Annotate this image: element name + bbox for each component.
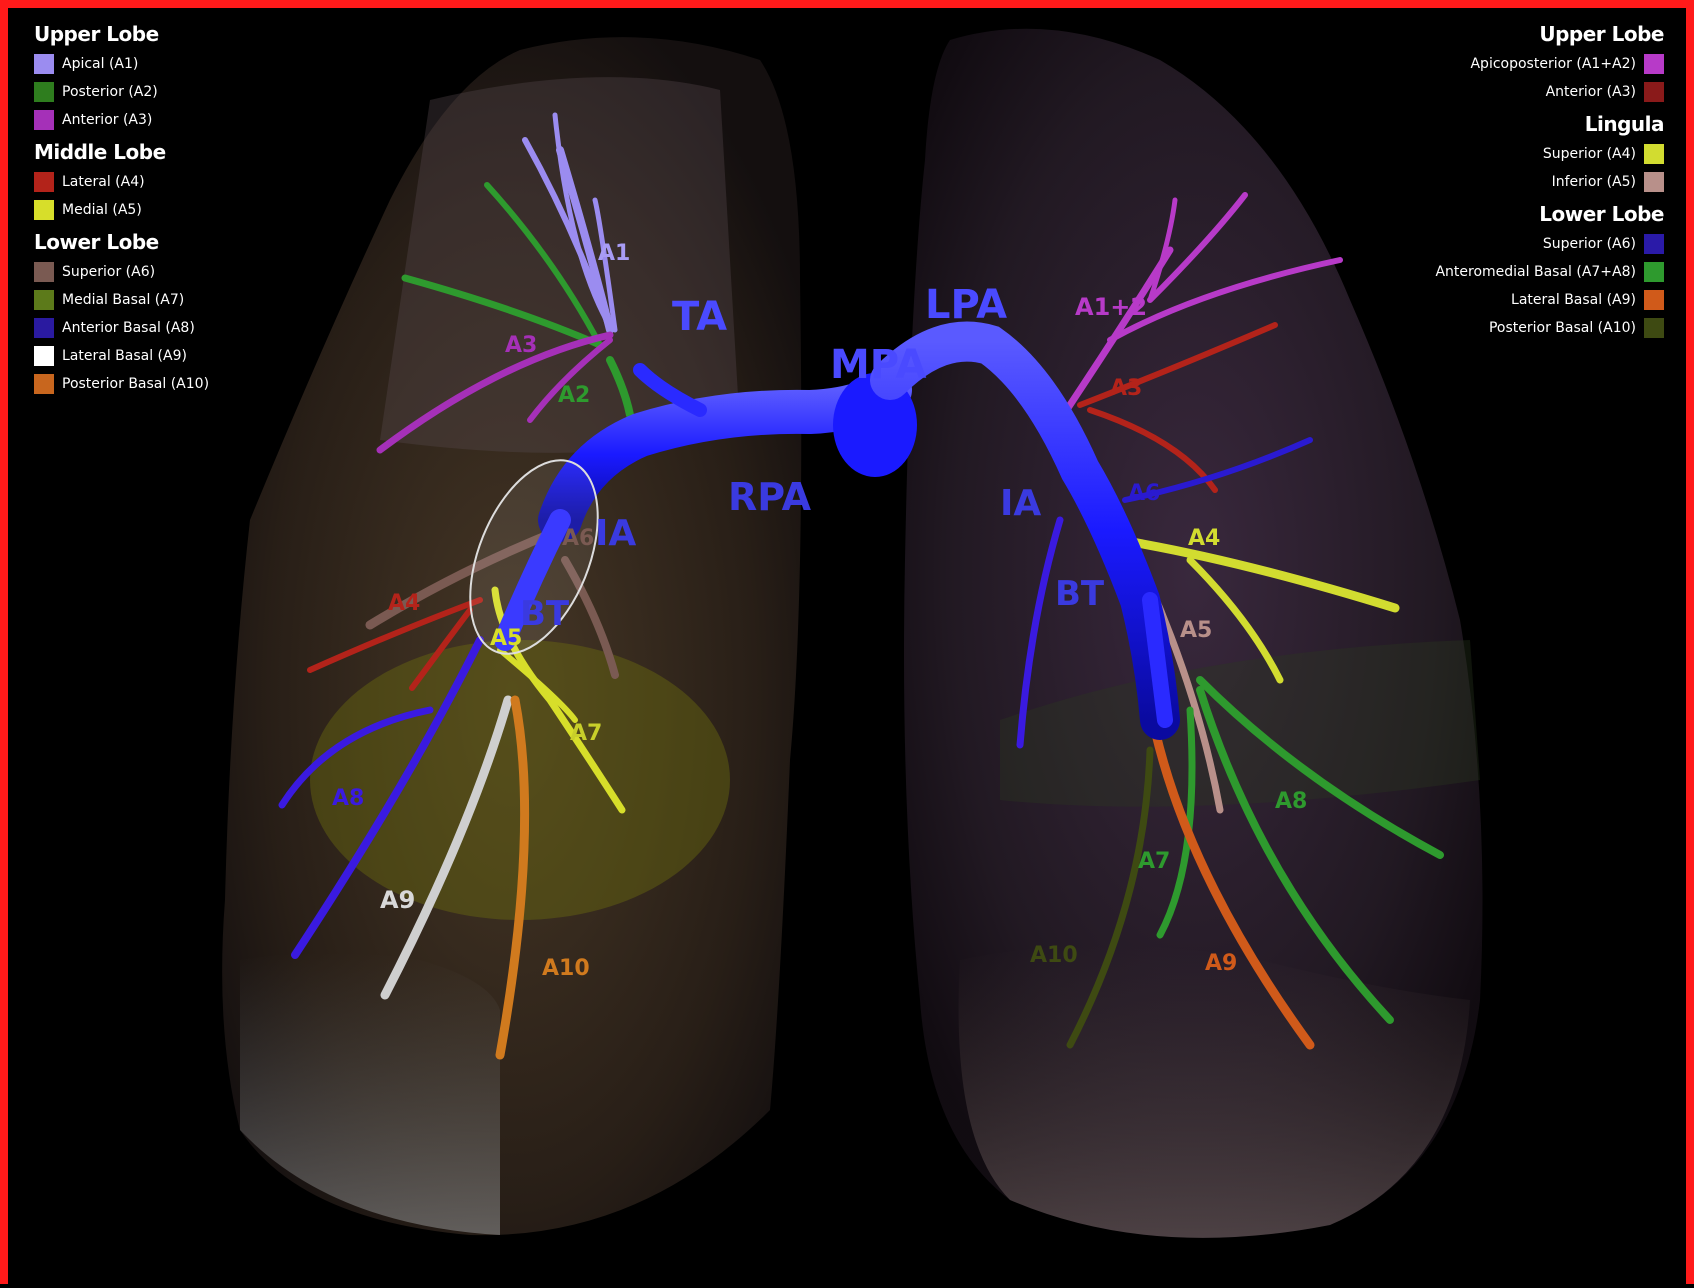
red-frame-border — [0, 0, 1694, 1284]
